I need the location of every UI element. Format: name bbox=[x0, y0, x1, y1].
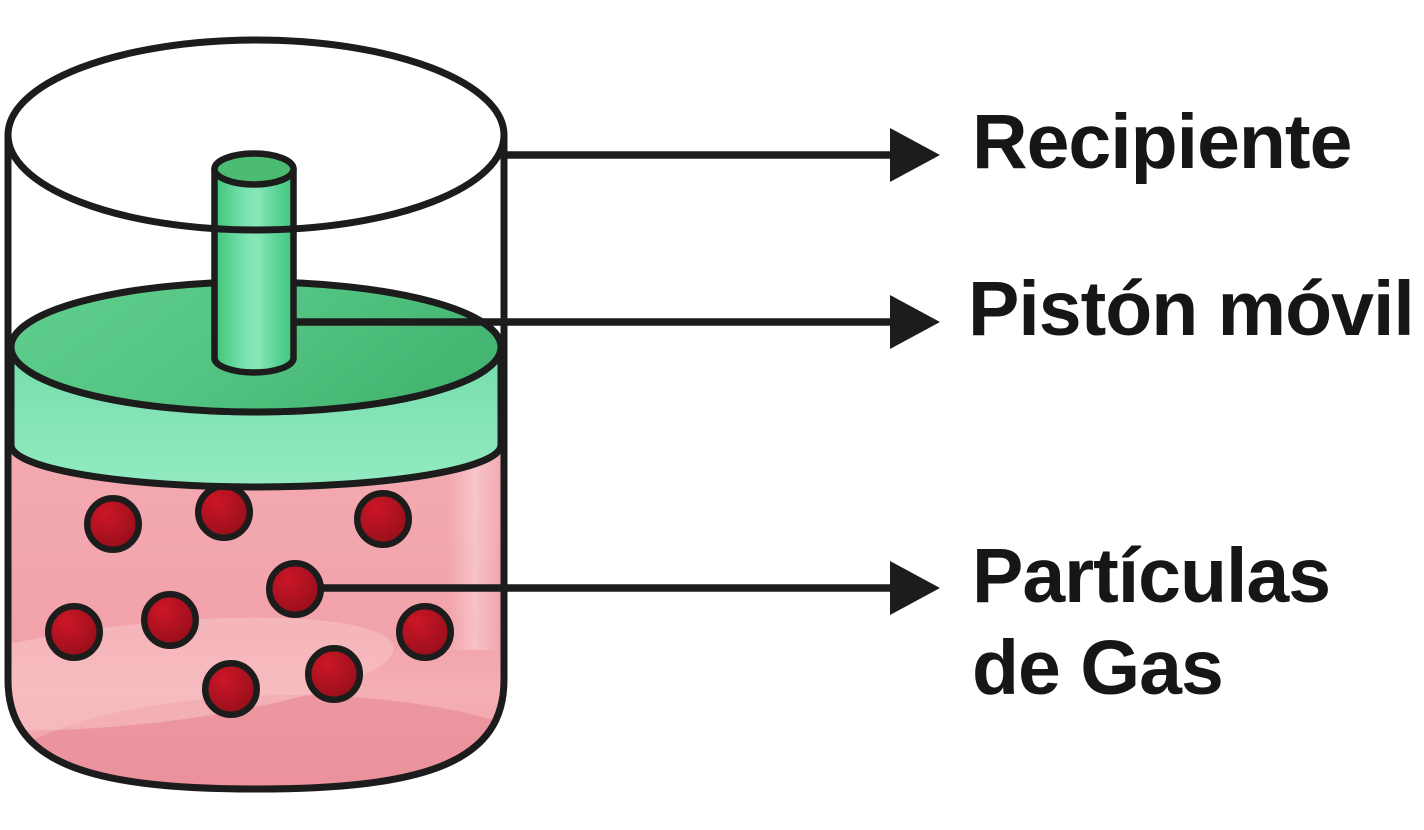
gas-particle bbox=[45, 603, 103, 661]
gas-particle bbox=[202, 660, 260, 718]
piston-rod bbox=[211, 165, 297, 376]
gas-particle bbox=[396, 603, 454, 661]
piston-callout-arrow bbox=[292, 295, 940, 349]
gas-shadow-bottom bbox=[11, 695, 501, 789]
gas-particle bbox=[195, 483, 253, 541]
gas-particle bbox=[141, 591, 199, 649]
gas-callout-arrow bbox=[318, 561, 940, 615]
gas-particle bbox=[354, 490, 412, 548]
gas-particle bbox=[305, 645, 363, 703]
gas-particle bbox=[266, 560, 324, 618]
container-label: Recipiente bbox=[972, 99, 1352, 185]
container-body-outline bbox=[4, 135, 508, 793]
container bbox=[4, 36, 508, 793]
container-callout-arrow bbox=[501, 128, 940, 182]
gas-particles-label: Partículas de Gas bbox=[972, 533, 1331, 711]
piston-label: Pistón móvil bbox=[968, 266, 1415, 352]
container-opening-ellipse bbox=[4, 36, 508, 234]
gas-particle bbox=[84, 495, 142, 553]
piston-rod-cap bbox=[211, 150, 297, 188]
gas-highlight-streak bbox=[448, 445, 501, 650]
